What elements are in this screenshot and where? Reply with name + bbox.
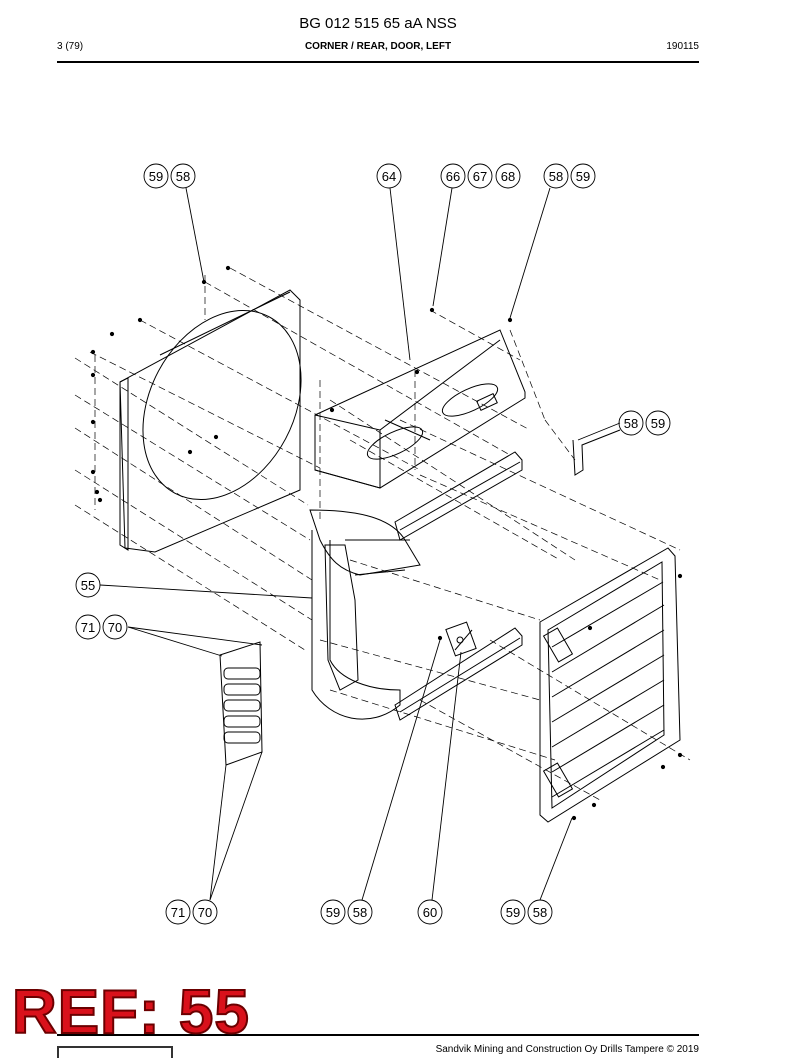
- callout-bubble: [417, 899, 443, 925]
- callout-label: 59: [506, 905, 520, 920]
- callout-bubble: [440, 163, 466, 189]
- callout-bubble: [102, 614, 128, 640]
- header-divider: [57, 61, 699, 63]
- small-bracket: [572, 429, 621, 476]
- callout-label: 59: [326, 905, 340, 920]
- callout-label: 58: [624, 416, 638, 431]
- louvre-grill: [219, 641, 263, 766]
- louvred-door: [539, 547, 681, 823]
- callout-bubble: [165, 899, 191, 925]
- callout-label: 70: [198, 905, 212, 920]
- upper-rail: [394, 451, 523, 541]
- callout-bubble: [500, 899, 526, 925]
- callout-bubble: [143, 163, 169, 189]
- callout-bubble: [645, 410, 671, 436]
- callout-label: 58: [353, 905, 367, 920]
- callout-label: 71: [81, 620, 95, 635]
- footer-copyright: Sandvik Mining and Construction Oy Drill…: [435, 1044, 699, 1055]
- leader-lines: [99, 187, 621, 901]
- callout-bubble: [347, 899, 373, 925]
- date-code: 190115: [666, 41, 699, 52]
- hinge-assembly: [445, 621, 477, 657]
- callout-label: 68: [501, 169, 515, 184]
- callout-bubble: [543, 163, 569, 189]
- callout-label: 67: [473, 169, 487, 184]
- callout-label: 58: [549, 169, 563, 184]
- callout-bubble: [75, 572, 101, 598]
- lower-rail: [394, 627, 523, 721]
- sandvik-logo: [57, 1046, 173, 1058]
- callout-bubble: [495, 163, 521, 189]
- callout-label: 58: [176, 169, 190, 184]
- door-frame-panel: [119, 289, 302, 553]
- callout-label: 71: [171, 905, 185, 920]
- callout-bubble: [618, 410, 644, 436]
- callout-bubble: [570, 163, 596, 189]
- callout-bubble: [376, 163, 402, 189]
- callout-label: 59: [651, 416, 665, 431]
- section-title: CORNER / REAR, DOOR, LEFT: [304, 41, 452, 52]
- footer-divider: [57, 1034, 699, 1036]
- callout-bubble: [467, 163, 493, 189]
- callout-bubble: [192, 899, 218, 925]
- ref-stamp: REF: 55: [11, 978, 250, 1047]
- callout-bubble: [170, 163, 196, 189]
- callout-label: 60: [423, 905, 437, 920]
- callout-label: 64: [382, 169, 396, 184]
- fasteners: [90, 265, 683, 821]
- upper-housing: [314, 329, 526, 489]
- document-title: BG 012 515 65 aA NSS: [299, 15, 457, 32]
- callout-label: 59: [149, 169, 163, 184]
- callout-bubble: [320, 899, 346, 925]
- callout-bubble: [75, 614, 101, 640]
- corner-door: [309, 509, 421, 720]
- assembly-guide-lines: [74, 267, 691, 801]
- callout-label: 70: [108, 620, 122, 635]
- callout-label: 66: [446, 169, 460, 184]
- callout-label: 59: [576, 169, 590, 184]
- callout-label: 58: [533, 905, 547, 920]
- page-number: 3 (79): [57, 41, 84, 52]
- callout-bubble: [527, 899, 553, 925]
- callout-label: 55: [81, 578, 95, 593]
